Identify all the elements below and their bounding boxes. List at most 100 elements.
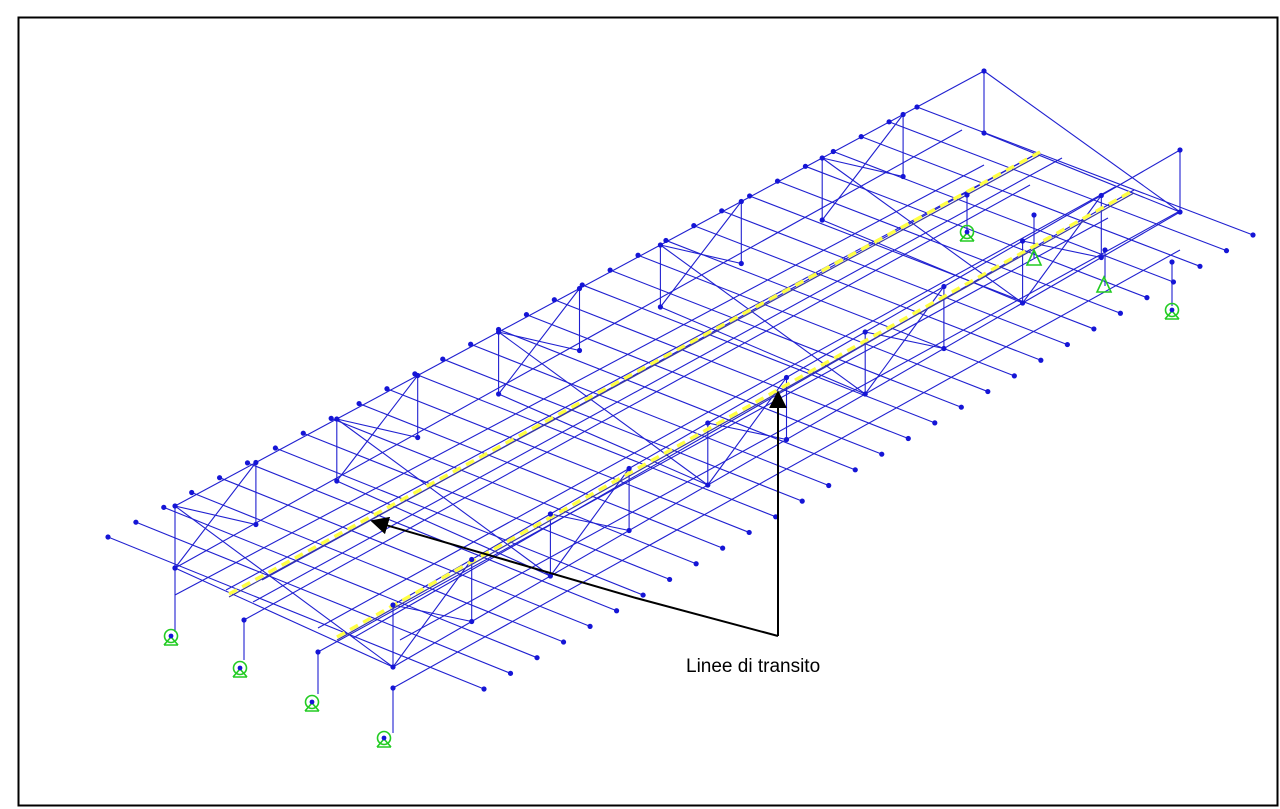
pinned-support-icon: [376, 730, 392, 748]
node: [862, 329, 868, 335]
node: [858, 134, 864, 140]
top-chord: [255, 418, 338, 463]
truss-diagonal: [549, 468, 630, 577]
top-chord: [579, 244, 661, 289]
node: [415, 372, 421, 379]
transit-line: [228, 150, 1041, 596]
node: [547, 573, 554, 579]
node: [720, 545, 726, 551]
node: [783, 374, 790, 381]
node: [1250, 232, 1256, 238]
node: [905, 435, 911, 442]
node: [862, 391, 868, 397]
top-chord: [943, 240, 1023, 287]
transit-line-rail: [228, 154, 1041, 598]
node: [390, 602, 396, 608]
top-chord: [174, 462, 257, 507]
node: [1091, 326, 1097, 332]
truss-diagonal: [174, 462, 257, 569]
bottom-chord: [174, 164, 985, 596]
node: [161, 504, 167, 510]
annotation-label: Linee di transito: [686, 656, 821, 677]
cross-beam: [330, 417, 697, 565]
truss-diagonal: [659, 201, 742, 308]
node: [334, 478, 340, 484]
node: [1169, 259, 1175, 265]
cross-beam: [861, 136, 1201, 267]
node: [496, 329, 502, 335]
pinned-support-icon: [304, 694, 320, 712]
node: [1098, 192, 1104, 199]
cross-frame: [821, 219, 1023, 304]
node: [133, 519, 139, 525]
cross-frame-diagonal: [498, 331, 709, 486]
cross-frame: [498, 393, 709, 486]
truss-diagonal: [498, 288, 580, 395]
longitudinal-member: [352, 189, 1135, 639]
cross-beam: [414, 373, 776, 518]
cross-frame: [660, 306, 866, 395]
cross-beam: [442, 358, 803, 502]
node: [469, 556, 475, 563]
node: [852, 467, 858, 473]
node: [799, 498, 805, 504]
node: [1117, 310, 1124, 316]
cross-beam: [526, 314, 882, 455]
node: [253, 459, 259, 466]
top-chord: [660, 201, 742, 246]
bottom-chord: [317, 217, 1109, 653]
node: [241, 617, 247, 623]
node: [958, 404, 964, 410]
cross-beam: [219, 477, 591, 627]
node: [216, 475, 223, 481]
node: [746, 529, 752, 536]
node: [579, 282, 585, 288]
node: [1038, 357, 1044, 363]
node: [560, 639, 567, 645]
transit-lines: [228, 150, 1135, 641]
node: [900, 111, 906, 118]
cross-beam: [386, 388, 750, 533]
node: [1020, 238, 1026, 244]
node: [1011, 373, 1017, 379]
node: [667, 576, 673, 583]
node: [496, 391, 502, 397]
node: [1177, 209, 1183, 215]
node: [390, 664, 396, 670]
cross-beam: [721, 210, 1068, 346]
cross-beam: [303, 432, 670, 580]
top-chord: [707, 377, 787, 424]
node: [384, 386, 390, 392]
node: [105, 534, 111, 540]
node: [802, 163, 809, 169]
node: [1064, 341, 1070, 348]
node: [1020, 300, 1026, 306]
roller-support-icon: [1025, 248, 1043, 266]
node: [657, 304, 664, 310]
node: [576, 347, 583, 354]
node: [705, 420, 711, 426]
node: [738, 198, 744, 205]
node: [534, 655, 540, 661]
longitudinal-member: [317, 186, 1116, 629]
cross-beam: [358, 403, 723, 549]
transit-line-rail: [336, 192, 1135, 641]
cross-beam: [247, 462, 617, 612]
transit-line: [336, 188, 1135, 639]
pinned-support-icon: [232, 660, 248, 678]
node: [253, 521, 259, 528]
node: [826, 482, 832, 489]
cross-beam: [554, 299, 909, 440]
node: [626, 527, 632, 534]
cross-frame: [336, 480, 551, 577]
top-chord: [741, 157, 823, 202]
node: [691, 223, 697, 229]
node: [900, 173, 906, 180]
frame-border: [17, 16, 1279, 807]
cross-beam: [191, 492, 564, 643]
node: [693, 561, 699, 567]
cross-beam: [135, 521, 511, 674]
node: [523, 311, 530, 318]
node: [932, 420, 938, 426]
